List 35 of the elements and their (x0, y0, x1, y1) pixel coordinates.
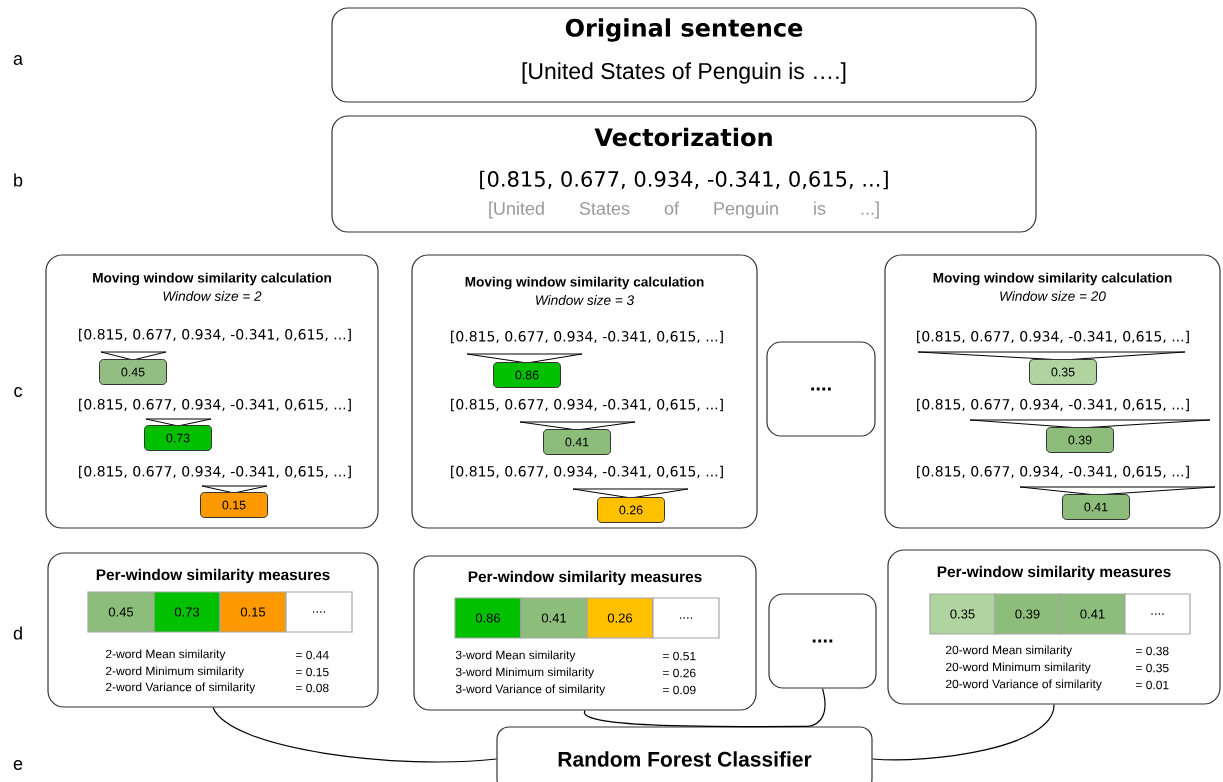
score-box: 0.35 (1029, 359, 1097, 385)
strip-cell: 0.41 (520, 597, 588, 639)
strip-cell: 0.15 (219, 591, 287, 633)
row-letter: c (14, 387, 23, 397)
score-box: 0.86 (493, 362, 561, 388)
strip-cell: 0.73 (153, 591, 221, 633)
vectorization-box: Vectorization [0.815, 0.677, 0.934, -0.341, 0,615, ...] [United States of Penguin is ...] (331, 115, 1037, 233)
score-box: 0.15 (200, 492, 268, 518)
classifier-box: Random Forest Classifier (496, 726, 873, 782)
connector (872, 704, 1055, 761)
strip-cell: 0.26 (586, 597, 654, 639)
score-box: 0.26 (597, 497, 665, 523)
strip-cell: .... (652, 597, 720, 639)
score-box: 0.73 (144, 425, 212, 451)
ellipsis-box: .... (766, 341, 876, 437)
sentence-box: Original sentence [United States of Penguin is ….] (331, 7, 1037, 103)
connector (805, 688, 826, 727)
row-letter: d (13, 626, 22, 640)
strip-cell: 0.41 (1059, 593, 1126, 635)
ellipsis-box: .... (768, 593, 877, 689)
strip-cell: 0.39 (994, 593, 1061, 635)
connector (584, 710, 807, 728)
strip-cell: 0.35 (929, 593, 996, 635)
row-letter: b (14, 173, 23, 187)
score-box: 0.45 (99, 359, 167, 385)
strip-cell: 0.86 (454, 597, 522, 639)
connector (212, 707, 497, 763)
row-letter: e (13, 760, 23, 770)
score-box: 0.41 (543, 429, 611, 455)
strip-cell: .... (285, 591, 353, 633)
score-box: 0.41 (1062, 494, 1130, 520)
row-letter: a (13, 55, 23, 65)
strip-cell: 0.45 (87, 591, 155, 633)
strip-cell: .... (1124, 593, 1191, 635)
score-box: 0.39 (1046, 427, 1114, 453)
